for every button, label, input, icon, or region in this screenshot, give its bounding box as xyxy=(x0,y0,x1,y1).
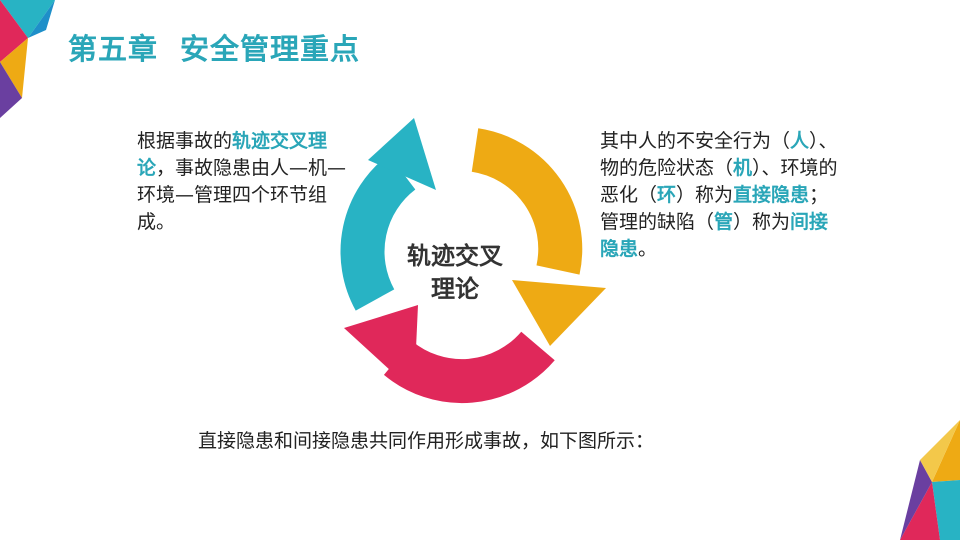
corner-decoration-bottom-right xyxy=(900,420,960,540)
highlight-huan: 环 xyxy=(657,184,677,206)
center-label-line: 理论 xyxy=(431,275,479,303)
highlight-direct-hazard: 直接隐患 xyxy=(733,184,810,206)
bottom-caption: 直接隐患和间接隐患共同作用形成事故，如下图所示： xyxy=(198,430,655,452)
left-text-part: ，事故隐患由人—机—环境—管理四个环节组成。 xyxy=(137,157,347,233)
cycle-center-label: 轨迹交叉 理论 xyxy=(380,240,530,306)
right-text-part: ）、环境的恶化（ xyxy=(600,157,838,206)
corner-decoration-top-left xyxy=(0,0,55,118)
cycle-arrow-crimson xyxy=(344,305,555,404)
right-text-part: ）称为 xyxy=(676,184,734,206)
page-title: 第五章安全管理重点 xyxy=(68,26,360,68)
right-description: 其中人的不安全行为（人）、物的危险状态（机）、环境的恶化（环）称为直接隐患；管理… xyxy=(600,128,840,263)
cycle-arrow-gold xyxy=(471,128,606,346)
right-text-part: ）称为 xyxy=(733,211,791,233)
right-text-part: 。 xyxy=(638,238,658,260)
chapter-label: 第五章 xyxy=(68,32,159,66)
left-description: 根据事故的轨迹交叉理论，事故隐患由人—机—环境—管理四个环节组成。 xyxy=(137,128,357,236)
right-text-part: 其中人的不安全行为（ xyxy=(600,130,791,152)
chapter-topic: 安全管理重点 xyxy=(180,32,361,66)
highlight-indirect-hazard: 间接隐患 xyxy=(600,211,829,260)
center-label-line: 轨迹交叉 xyxy=(407,242,503,270)
cycle-arrow-teal xyxy=(340,118,436,311)
cycle-diagram xyxy=(340,118,606,404)
right-text-part: ）、物的危险状态（ xyxy=(600,130,838,179)
highlight-ji: 机 xyxy=(733,157,753,179)
right-text-part: ；管理的缺陷（ xyxy=(600,184,829,233)
left-text-highlight: 轨迹交叉理论 xyxy=(137,130,328,179)
highlight-ren: 人 xyxy=(790,130,810,152)
highlight-guan: 管 xyxy=(714,211,734,233)
left-text-part: 根据事故的 xyxy=(137,130,233,152)
